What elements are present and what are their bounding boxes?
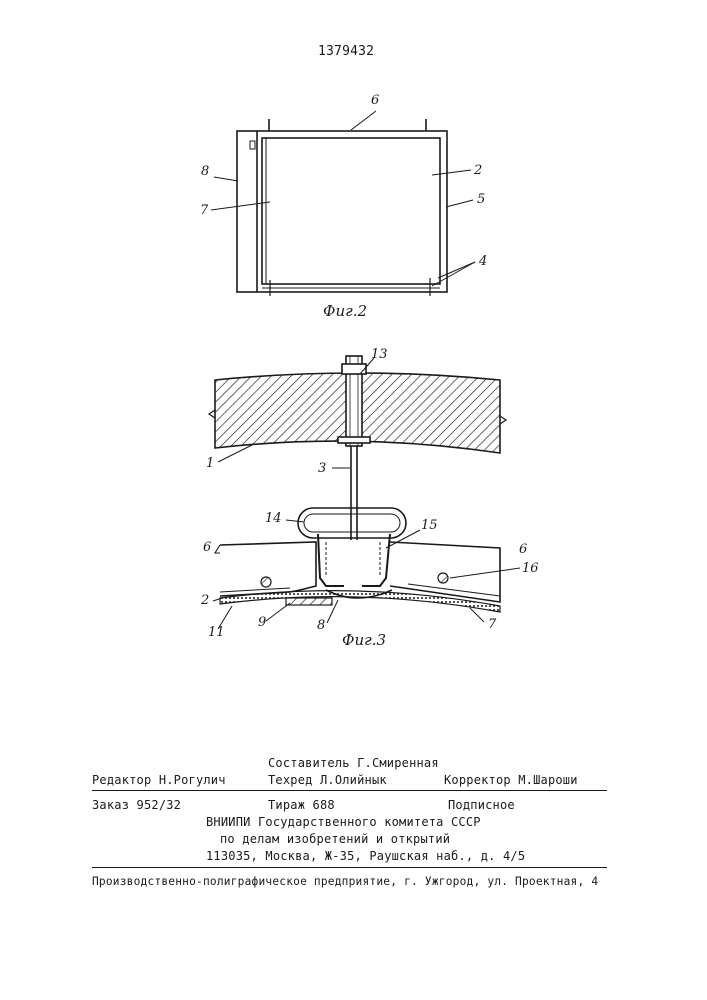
- fig2-caption: Фиг.2: [323, 302, 367, 320]
- fig3-label-11: 11: [208, 625, 225, 640]
- fig2-label-5: 5: [477, 192, 485, 207]
- fig3-label-6-right: 6: [519, 542, 527, 557]
- fig3-label-16: 16: [522, 561, 539, 576]
- fig2-label-6: 6: [371, 93, 379, 108]
- org-line-2: по делам изобретений и открытий: [220, 832, 450, 846]
- fig3-label-8: 8: [317, 618, 325, 633]
- order-number: Заказ 952/32: [92, 798, 181, 812]
- fig2-label-7: 7: [200, 203, 208, 218]
- org-address: 113035, Москва, Ж-35, Раушская наб., д. …: [206, 849, 525, 863]
- figure-2-drawing: [0, 0, 707, 320]
- subscription: Подписное: [448, 798, 515, 812]
- fig2-label-8: 8: [201, 164, 209, 179]
- techred-line: Техред Л.Олийнык: [268, 773, 387, 787]
- fig3-label-7: 7: [488, 617, 496, 632]
- corrector-line: Корректор М.Шароши: [444, 773, 578, 787]
- compiler-line: Составитель Г.Смиренная: [268, 756, 439, 770]
- org-line-1: ВНИИПИ Государственного комитета СССР: [206, 815, 481, 829]
- divider-bottom: [92, 867, 607, 868]
- fig3-label-3: 3: [318, 461, 326, 476]
- fig3-label-6-left: 6: [203, 540, 211, 555]
- fig3-label-14: 14: [265, 511, 282, 526]
- fig3-label-13: 13: [371, 347, 388, 362]
- editor-line: Редактор Н.Рогулич: [92, 773, 226, 787]
- fig3-label-15: 15: [421, 518, 438, 533]
- fig3-label-1: 1: [206, 456, 214, 471]
- fig2-label-4: 4: [479, 254, 487, 269]
- fig3-label-2: 2: [201, 593, 209, 608]
- figure-3-drawing: [0, 340, 707, 660]
- fig3-caption: Фиг.3: [342, 631, 386, 649]
- circulation: Тираж 688: [268, 798, 335, 812]
- fig2-label-2: 2: [474, 163, 482, 178]
- fig3-label-9: 9: [258, 615, 266, 630]
- printer-line: Производственно-полиграфическое предприя…: [92, 875, 598, 888]
- divider-top: [92, 790, 607, 791]
